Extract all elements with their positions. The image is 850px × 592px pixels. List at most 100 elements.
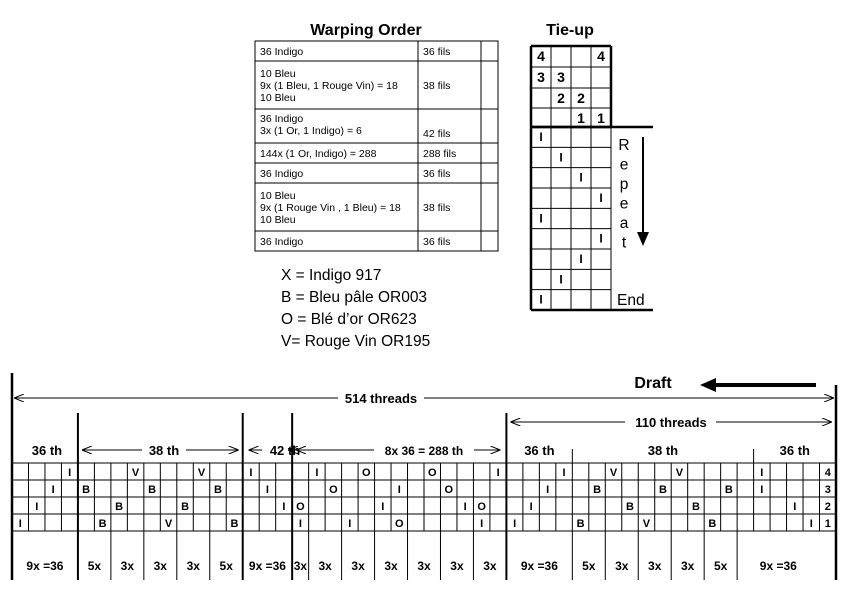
treadling-mark: I <box>559 272 562 286</box>
treadling-mark: I <box>599 191 602 205</box>
section-label: 8x 36 = 288 th <box>385 444 463 458</box>
draft-cell: B <box>659 484 667 496</box>
treadling-mark: I <box>539 130 542 144</box>
total-threads-label: 514 threads <box>345 391 417 406</box>
draft-cell: I <box>760 467 763 479</box>
group-count-label: 3x <box>483 559 497 573</box>
draft-cell: I <box>497 467 500 479</box>
group-count-label: 3x <box>417 559 431 573</box>
draft-cell: V <box>610 467 618 479</box>
draft-cell: B <box>626 501 634 513</box>
treadling-mark: I <box>559 150 562 164</box>
group-count-label: 9x =36 <box>26 559 63 573</box>
group-count-label: 3x <box>450 559 464 573</box>
tieup-cell: 1 <box>577 110 585 126</box>
warping-row-text: 10 Bleu <box>260 68 296 80</box>
warping-row-text: 3x (1 Or, 1 Indigo) = 6 <box>260 125 362 137</box>
section-label: 38 th <box>648 443 678 458</box>
tieup-cell: 3 <box>557 69 565 85</box>
warping-row-text: 36 Indigo <box>260 168 303 180</box>
repeat-letter: R <box>618 137 629 154</box>
treadling-end-label: End <box>617 292 645 309</box>
draft-cell: B <box>708 518 716 530</box>
draft-cell: O <box>477 501 486 513</box>
draft-cell: B <box>577 518 585 530</box>
group-count-label: 9x =36 <box>760 559 797 573</box>
section-label: 36 th <box>32 443 62 458</box>
warping-row-fils: 36 fils <box>423 236 450 248</box>
draft-cell: V <box>198 467 206 479</box>
repeat-letter: p <box>620 176 629 193</box>
warping-row-text: 36 Indigo <box>260 46 303 58</box>
draft-cell: I <box>530 501 533 513</box>
warping-row-text: 36 Indigo <box>260 236 303 248</box>
warping-row-text: 9x (1 Bleu, 1 Rouge Vin) = 18 <box>260 80 398 92</box>
draft-cell: B <box>115 501 123 513</box>
draft-cell: B <box>692 501 700 513</box>
draft-cell: O <box>428 467 437 479</box>
draft-cell: O <box>329 484 338 496</box>
draft-cell: B <box>82 484 90 496</box>
draft-cell: I <box>282 501 285 513</box>
draft-cell: B <box>593 484 601 496</box>
group-count-label: 5x <box>220 559 234 573</box>
warping-row-text: 10 Bleu <box>260 214 296 226</box>
group-count-label: 5x <box>582 559 596 573</box>
draft-cell: I <box>760 484 763 496</box>
draft-title: Draft <box>634 375 672 392</box>
group-count-label: 9x =36 <box>249 559 286 573</box>
group-count-label: 3x <box>648 559 662 573</box>
group-count-label: 3x <box>187 559 201 573</box>
draft-cell: V <box>165 518 173 530</box>
warping-row-text: 10 Bleu <box>260 190 296 202</box>
warping-row-text: 9x (1 Rouge Vin , 1 Bleu) = 18 <box>260 202 401 214</box>
draft-cell: B <box>725 484 733 496</box>
draft-cell: B <box>231 518 239 530</box>
tieup-cell: 2 <box>577 90 585 106</box>
sub-threads-label: 110 threads <box>635 415 707 430</box>
treadling-mark: I <box>579 171 582 185</box>
group-count-label: 3x <box>294 559 308 573</box>
draft-cell: V <box>132 467 140 479</box>
group-count-label: 5x <box>88 559 102 573</box>
draft-cell: I <box>315 467 318 479</box>
tieup-cell: 4 <box>597 48 605 64</box>
draft-cell: I <box>793 501 796 513</box>
draft-cell: I <box>513 518 516 530</box>
warping-row-fils: 36 fils <box>423 46 450 58</box>
tieup-cell: 3 <box>537 69 545 85</box>
tieup-cell: 1 <box>597 110 605 126</box>
warping-row-fils: 42 fils <box>423 128 450 140</box>
warping-row-fils: 36 fils <box>423 168 450 180</box>
draft-cell: I <box>249 467 252 479</box>
warping-row-fils: 38 fils <box>423 80 450 92</box>
section-label: 36 th <box>780 443 810 458</box>
warping-row-fils: 38 fils <box>423 202 450 214</box>
warping-row-fils: 288 fils <box>423 148 456 160</box>
repeat-letter: t <box>622 235 627 252</box>
draft-cell: V <box>676 467 684 479</box>
treadling-mark: I <box>579 252 582 266</box>
repeat-arrowhead-icon <box>637 232 649 246</box>
group-count-label: 3x <box>154 559 168 573</box>
color-legend: X = Indigo 917 B = Bleu pâle OR003 O = B… <box>281 267 430 350</box>
treadling-mark: I <box>539 211 542 225</box>
draft-cell: I <box>35 501 38 513</box>
warping-table-border <box>254 40 499 252</box>
draft-cell: I <box>381 501 384 513</box>
draft-cell: I <box>546 484 549 496</box>
repeat-letter: e <box>620 196 629 213</box>
draft-cell: B <box>214 484 222 496</box>
draft-cell: I <box>299 518 302 530</box>
shaft-number: 2 <box>825 501 831 513</box>
section-label: 36 th <box>524 443 554 458</box>
draft-cell: I <box>348 518 351 530</box>
draft-cell: I <box>480 518 483 530</box>
tieup-cell: 4 <box>537 48 545 64</box>
draft-cell: B <box>148 484 156 496</box>
